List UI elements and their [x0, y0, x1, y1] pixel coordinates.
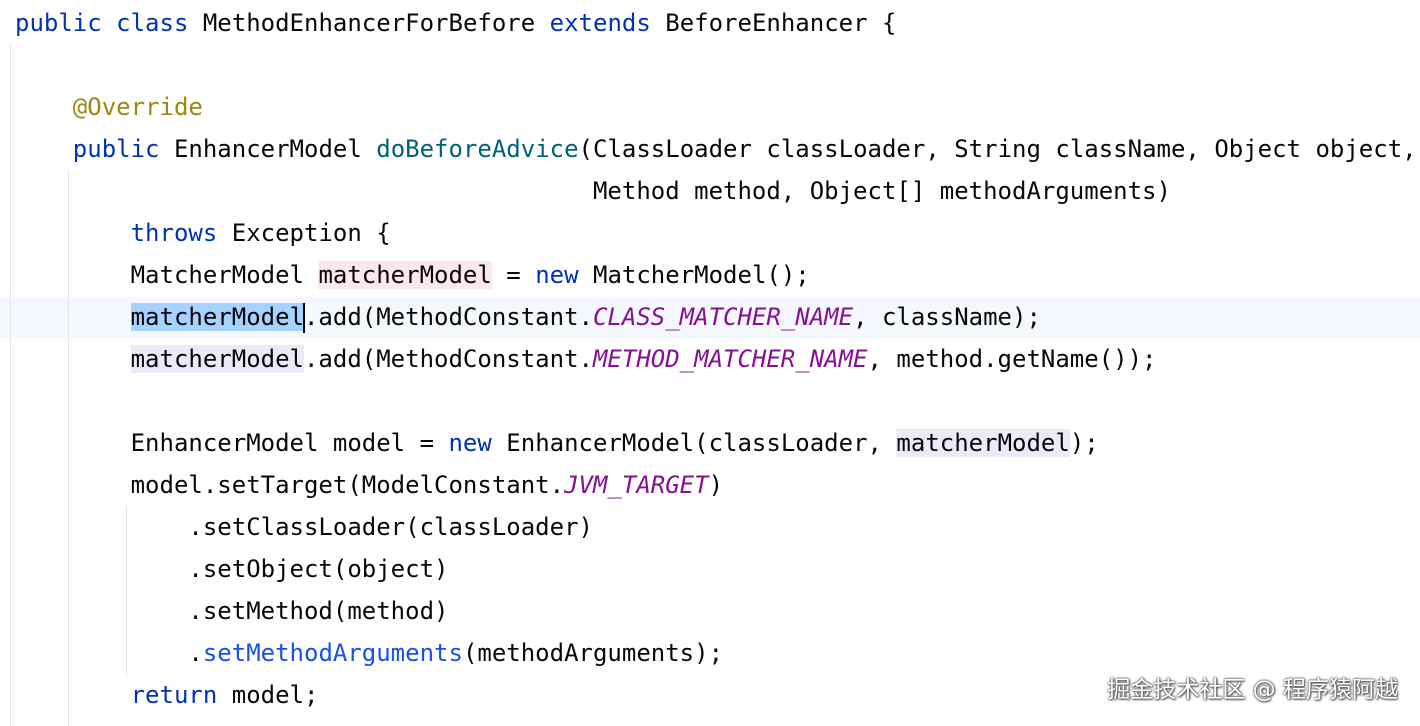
- code-line[interactable]: matcherModel.add(MethodConstant.METHOD_M…: [15, 338, 1157, 380]
- code-token: =: [491, 261, 536, 289]
- code-token-kw: new: [448, 429, 492, 457]
- code-token: ): [708, 471, 724, 499]
- code-line[interactable]: .setMethodArguments(methodArguments);: [15, 632, 723, 674]
- code-token-const: METHOD_MATCHER_NAME: [592, 345, 868, 373]
- code-token-const: JVM_TARGET: [564, 471, 709, 499]
- code-line[interactable]: throws Exception {: [15, 212, 391, 254]
- code-line[interactable]: .setMethod(method): [15, 590, 448, 632]
- code-line[interactable]: model.setTarget(ModelConstant.JVM_TARGET…: [15, 464, 723, 506]
- code-token-kw: public: [72, 135, 160, 163]
- code-token: [15, 93, 73, 121]
- code-token: [15, 219, 131, 247]
- code-token: .setClassLoader(classLoader): [15, 513, 593, 541]
- code-token: model.setTarget(ModelConstant.: [15, 471, 565, 499]
- code-token: Exception {: [217, 219, 391, 247]
- indent-guide-chain: [126, 506, 127, 674]
- code-token: [15, 345, 131, 373]
- code-token-ann: @Override: [72, 93, 203, 121]
- code-line[interactable]: MatcherModel matcherModel = new MatcherM…: [15, 254, 810, 296]
- code-token: [15, 135, 73, 163]
- code-token-kw: public: [15, 9, 102, 37]
- code-token: MethodEnhancerForBefore: [188, 9, 550, 37]
- code-token-hl-sel: matcherModel: [130, 303, 304, 331]
- code-token-const: CLASS_MATCHER_NAME: [592, 303, 854, 331]
- code-line[interactable]: return model;: [15, 674, 319, 716]
- code-token: EnhancerModel: [159, 135, 377, 163]
- code-token: BeforeEnhancer {: [650, 9, 897, 37]
- code-token: );: [1069, 429, 1099, 457]
- indent-guide-class: [10, 44, 11, 726]
- code-token: .add(MethodConstant.: [303, 345, 593, 373]
- code-line[interactable]: .setObject(object): [15, 548, 448, 590]
- code-token-kw: extends: [549, 9, 651, 37]
- code-token-hl-write: matcherModel: [318, 261, 492, 289]
- code-line[interactable]: .setClassLoader(classLoader): [15, 506, 593, 548]
- code-token: (ClassLoader classLoader, String classNa…: [578, 135, 1417, 163]
- code-token: .: [15, 639, 203, 667]
- code-line[interactable]: matcherModel.add(MethodConstant.CLASS_MA…: [15, 296, 1041, 338]
- code-token: (methodArguments);: [462, 639, 724, 667]
- code-token-kw: return: [130, 681, 218, 709]
- code-line[interactable]: public EnhancerModel doBeforeAdvice(Clas…: [15, 128, 1417, 170]
- code-token-kw: new: [535, 261, 579, 289]
- code-token: model;: [217, 681, 319, 709]
- code-token: EnhancerModel model =: [15, 429, 449, 457]
- code-token-fn: doBeforeAdvice: [376, 135, 579, 163]
- code-token: .setMethod(method): [15, 597, 449, 625]
- code-token-kw: throws: [130, 219, 218, 247]
- code-token: [15, 303, 131, 331]
- code-token: MatcherModel();: [578, 261, 810, 289]
- code-token-hl-read: matcherModel: [130, 345, 304, 373]
- code-token: [15, 681, 131, 709]
- code-token-mcall: setMethodArguments: [202, 639, 463, 667]
- code-token: , method.getName());: [867, 345, 1157, 373]
- code-token: , className);: [853, 303, 1041, 331]
- code-token: MatcherModel: [15, 261, 319, 289]
- code-token: [102, 9, 116, 37]
- code-line[interactable]: Method method, Object[] methodArguments): [15, 170, 1171, 212]
- code-line[interactable]: public class MethodEnhancerForBefore ext…: [15, 2, 896, 44]
- code-token: EnhancerModel(classLoader,: [491, 429, 897, 457]
- code-line[interactable]: @Override: [15, 86, 203, 128]
- code-token-hl-read: matcherModel: [896, 429, 1070, 457]
- code-token: .add(MethodConstant.: [303, 303, 593, 331]
- code-line[interactable]: EnhancerModel model = new EnhancerModel(…: [15, 422, 1099, 464]
- code-token: Method method, Object[] methodArguments): [15, 177, 1171, 205]
- code-token: .setObject(object): [15, 555, 449, 583]
- text-caret: [302, 303, 305, 333]
- watermark: 掘金技术社区 @ 程序猿阿越: [1107, 677, 1398, 703]
- code-token-kw: class: [116, 9, 189, 37]
- indent-guide-method: [68, 170, 69, 726]
